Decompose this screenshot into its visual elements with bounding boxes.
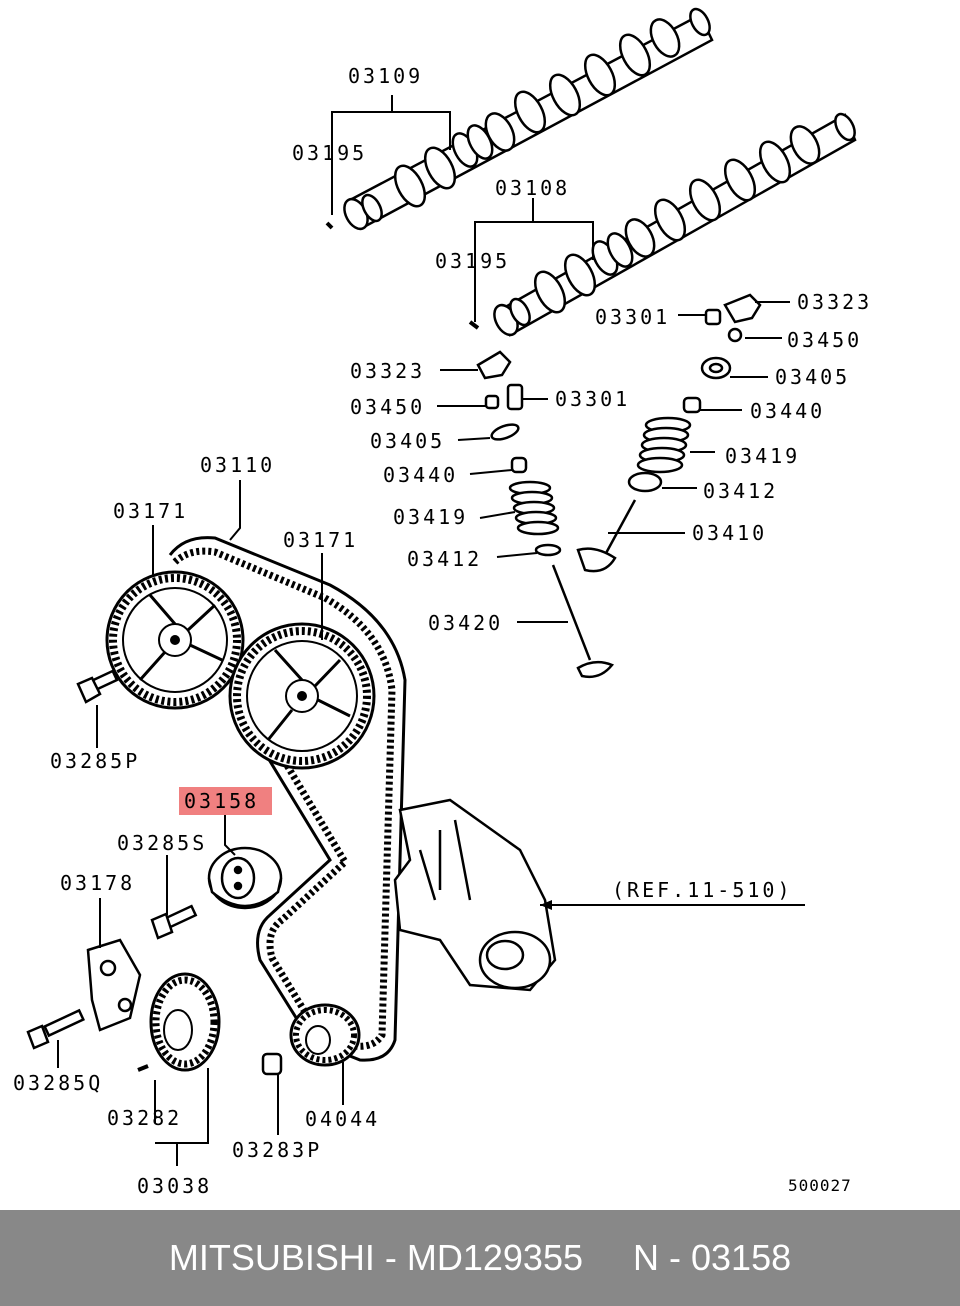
label-diagram-code: 500027 bbox=[788, 1176, 852, 1195]
label-03301-b: 03301 bbox=[555, 387, 630, 411]
idler-pulley bbox=[289, 1003, 361, 1067]
tensioner-arm bbox=[86, 938, 142, 1032]
footer-bar: MITSUBISHI - MD129355 N - 03158 bbox=[0, 1210, 960, 1306]
label-03108: 03108 bbox=[495, 176, 570, 200]
label-03195-a: 03195 bbox=[292, 141, 367, 165]
label-04044: 04044 bbox=[305, 1107, 380, 1131]
label-03158: 03158 bbox=[184, 789, 259, 813]
label-03450-b: 03450 bbox=[350, 395, 425, 419]
label-ref: (REF.11-510) bbox=[612, 878, 793, 902]
label-03195-b: 03195 bbox=[435, 249, 510, 273]
parts-diagram: 03109 03195 03108 03195 03301 03323 0345… bbox=[13, 7, 872, 1198]
timing-belt bbox=[168, 536, 407, 1062]
label-03419-a: 03419 bbox=[725, 444, 800, 468]
bolt-03283P bbox=[261, 1052, 283, 1076]
label-03301-a: 03301 bbox=[595, 305, 670, 329]
valve-train-right bbox=[576, 293, 762, 573]
bolt-03285Q bbox=[26, 1008, 85, 1050]
label-03109: 03109 bbox=[348, 64, 423, 88]
label-03171-b: 03171 bbox=[283, 528, 358, 552]
label-03420: 03420 bbox=[428, 611, 503, 635]
label-03038: 03038 bbox=[137, 1174, 212, 1198]
crank-sprocket bbox=[137, 972, 221, 1072]
label-03412-b: 03412 bbox=[407, 547, 482, 571]
label-03412-a: 03412 bbox=[703, 479, 778, 503]
valve-train-left bbox=[476, 350, 615, 679]
tensioner-pulley bbox=[207, 846, 283, 910]
highlight-box bbox=[179, 787, 272, 815]
part-labels: 03109 03195 03108 03195 03301 03323 0345… bbox=[13, 64, 872, 1198]
bolt-03285P bbox=[76, 669, 119, 704]
bolt-03285S bbox=[150, 904, 198, 940]
label-03405-b: 03405 bbox=[370, 429, 445, 453]
label-03110: 03110 bbox=[200, 453, 275, 477]
label-03419-b: 03419 bbox=[393, 505, 468, 529]
camshaft-lower bbox=[493, 112, 857, 337]
label-03450-a: 03450 bbox=[787, 328, 862, 352]
label-03285S: 03285S bbox=[117, 831, 207, 855]
reference-housing bbox=[393, 798, 557, 992]
cam-sprocket-left bbox=[105, 570, 245, 710]
label-03285Q: 03285Q bbox=[13, 1071, 103, 1095]
label-03283P: 03283P bbox=[232, 1138, 322, 1162]
label-03285P: 03285P bbox=[50, 749, 140, 773]
leader-lines bbox=[57, 95, 805, 1166]
label-03410: 03410 bbox=[692, 521, 767, 545]
label-03405-a: 03405 bbox=[775, 365, 850, 389]
label-03282: 03282 bbox=[107, 1106, 182, 1130]
label-03178: 03178 bbox=[60, 871, 135, 895]
label-03323-a: 03323 bbox=[797, 290, 872, 314]
footer-part-info: MITSUBISHI - MD129355 N - 03158 bbox=[168, 1237, 792, 1278]
label-03440-a: 03440 bbox=[750, 399, 825, 423]
label-03171-a: 03171 bbox=[113, 499, 188, 523]
camshaft-upper bbox=[343, 7, 714, 231]
label-03440-b: 03440 bbox=[383, 463, 458, 487]
cam-sprocket-right bbox=[228, 622, 376, 770]
label-03323-b: 03323 bbox=[350, 359, 425, 383]
